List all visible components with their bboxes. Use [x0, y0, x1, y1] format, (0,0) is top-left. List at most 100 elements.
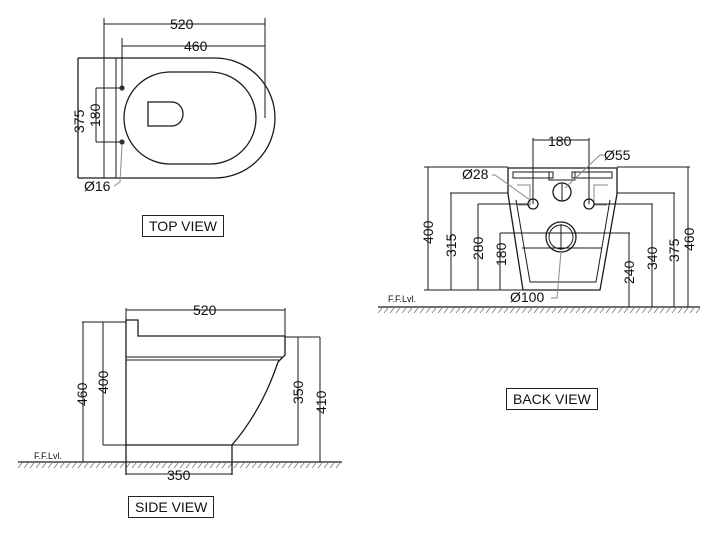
hatch-mark — [485, 307, 491, 314]
dim-back-240: 240 — [621, 260, 637, 284]
hatch-mark — [671, 307, 677, 314]
hatch-mark — [239, 462, 245, 469]
hatch-mark — [611, 307, 617, 314]
floor-hatch — [17, 462, 341, 469]
hatch-mark — [149, 462, 155, 469]
fixing-hole — [119, 139, 125, 145]
dim-back-400: 400 — [420, 220, 436, 244]
hatch-mark — [233, 462, 239, 469]
dim-back-340: 340 — [644, 246, 660, 270]
hatch-mark — [137, 462, 143, 469]
hatch-mark — [413, 307, 419, 314]
hatch-mark — [71, 462, 77, 469]
hatch-mark — [383, 307, 389, 314]
hatch-mark — [155, 462, 161, 469]
dim-top-520: 520 — [170, 16, 194, 32]
hatch-mark — [323, 462, 329, 469]
hatch-mark — [275, 462, 281, 469]
hatch-mark — [551, 307, 557, 314]
back-view: F.F.Lvl. 180 Ø55 Ø28 Ø100 — [377, 133, 701, 314]
hatch-mark — [161, 462, 167, 469]
hatch-mark — [473, 307, 479, 314]
hatch-mark — [47, 462, 53, 469]
hatch-mark — [515, 307, 521, 314]
hatch-mark — [479, 307, 485, 314]
hatch-mark — [563, 307, 569, 314]
dim-top-460: 460 — [184, 38, 208, 54]
dim-side-460: 460 — [74, 382, 90, 406]
hatch-mark — [41, 462, 47, 469]
hatch-mark — [215, 462, 221, 469]
hatch-mark — [257, 462, 263, 469]
hatch-mark — [623, 307, 629, 314]
hatch-mark — [575, 307, 581, 314]
hatch-mark — [101, 462, 107, 469]
back-floor-label: F.F.Lvl. — [388, 294, 416, 304]
hatch-mark — [461, 307, 467, 314]
hatch-mark — [419, 307, 425, 314]
hatch-mark — [17, 462, 23, 469]
dim-back-315: 315 — [443, 233, 459, 257]
hatch-mark — [437, 307, 443, 314]
hatch-mark — [311, 462, 317, 469]
hatch-mark — [143, 462, 149, 469]
hatch-mark — [455, 307, 461, 314]
dim-top-180: 180 — [87, 103, 103, 127]
hatch-mark — [209, 462, 215, 469]
hatch-mark — [269, 462, 275, 469]
dim-back-180: 180 — [493, 242, 509, 266]
hatch-mark — [677, 307, 683, 314]
hatch-mark — [545, 307, 551, 314]
dim-side-350-base: 350 — [167, 467, 191, 483]
hatch-mark — [95, 462, 101, 469]
hatch-mark — [605, 307, 611, 314]
hatch-mark — [191, 462, 197, 469]
hatch-mark — [581, 307, 587, 314]
hatch-mark — [377, 307, 383, 314]
hatch-mark — [683, 307, 689, 314]
hatch-mark — [29, 462, 35, 469]
hatch-mark — [329, 462, 335, 469]
hatch-mark — [617, 307, 623, 314]
dim-side-350-right: 350 — [290, 380, 306, 404]
back-body-outline — [507, 167, 618, 291]
dim-back-hole: Ø28 — [462, 166, 489, 182]
side-body-outline — [125, 319, 286, 446]
hatch-mark — [629, 307, 635, 314]
hatch-mark — [521, 307, 527, 314]
hatch-mark — [491, 307, 497, 314]
hatch-mark — [401, 307, 407, 314]
dim-side-520: 520 — [193, 302, 217, 318]
hatch-mark — [503, 307, 509, 314]
dim-back-180-top: 180 — [548, 133, 572, 149]
hatch-mark — [467, 307, 473, 314]
hatch-mark — [431, 307, 437, 314]
hatch-mark — [167, 462, 173, 469]
hatch-mark — [647, 307, 653, 314]
hatch-mark — [635, 307, 641, 314]
hatch-mark — [113, 462, 119, 469]
dim-back-inlet: Ø55 — [604, 147, 631, 163]
hatch-mark — [179, 462, 185, 469]
hatch-mark — [641, 307, 647, 314]
dim-back-375: 375 — [666, 238, 682, 262]
hatch-mark — [245, 462, 251, 469]
hatch-mark — [89, 462, 95, 469]
hatch-mark — [107, 462, 113, 469]
hatch-mark — [407, 307, 413, 314]
hatch-mark — [665, 307, 671, 314]
hatch-mark — [59, 462, 65, 469]
hatch-mark — [593, 307, 599, 314]
hatch-mark — [599, 307, 605, 314]
top-view-label: TOP VIEW — [142, 215, 224, 237]
hatch-mark — [119, 462, 125, 469]
hatch-mark — [305, 462, 311, 469]
dim-back-outlet: Ø100 — [510, 289, 544, 305]
top-view: 520 460 375 180 Ø16 — [71, 16, 276, 194]
hatch-mark — [335, 462, 341, 469]
hatch-mark — [659, 307, 665, 314]
hatch-mark — [53, 462, 59, 469]
hatch-mark — [299, 462, 305, 469]
outlet-shape — [147, 101, 184, 127]
